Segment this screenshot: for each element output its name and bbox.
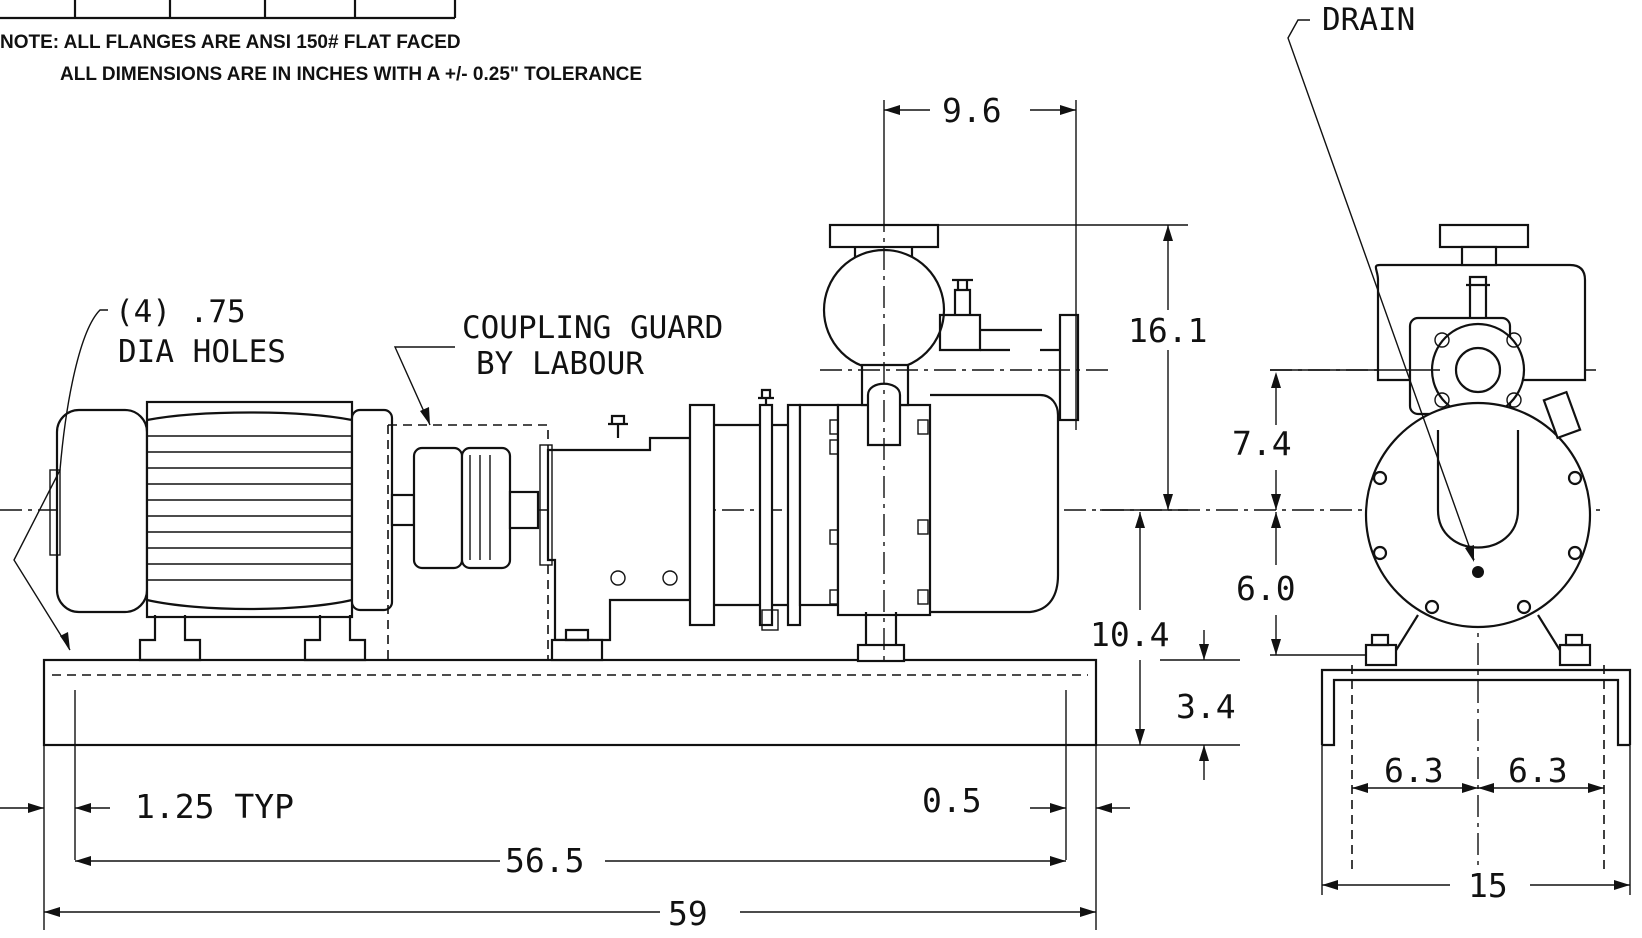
dim-discharge-offset: 9.6 xyxy=(942,91,1002,130)
drain-label: DRAIN xyxy=(1322,2,1415,38)
dimensions-end xyxy=(1270,19,1630,890)
coupling-guard-label-line2: BY LABOUR xyxy=(476,346,644,382)
pump-flanges xyxy=(688,388,840,631)
dim-base-height: 3.4 xyxy=(1176,687,1236,726)
coupling-guard-outline xyxy=(387,424,549,660)
dim-half-width-left: 6.3 xyxy=(1384,751,1444,790)
table-fragment xyxy=(0,0,457,20)
end-view xyxy=(1270,223,1632,895)
dim-hole-offset: 1.25 TYP xyxy=(135,787,294,826)
dim-end-offset: 0.5 xyxy=(922,781,982,820)
note-tolerance: ALL DIMENSIONS ARE IN INCHES WITH A +/- … xyxy=(60,64,642,85)
note-flanges: NOTE: ALL FLANGES ARE ANSI 150# FLAT FAC… xyxy=(0,32,461,53)
dim-half-width-right: 6.3 xyxy=(1508,751,1568,790)
leaders-side xyxy=(13,309,455,651)
dim-drain-offset: 6.0 xyxy=(1236,569,1296,608)
pump-casing xyxy=(820,210,1110,665)
bearing-frame xyxy=(539,414,692,662)
coupling xyxy=(412,446,540,570)
dim-suction-height: 7.4 xyxy=(1232,424,1292,463)
dim-shaft-height: 10.4 xyxy=(1090,615,1169,654)
dimensions-side xyxy=(0,100,1240,917)
dim-overall-width: 15 xyxy=(1468,866,1508,905)
holes-label-line2: DIA HOLES xyxy=(118,334,286,370)
motor xyxy=(49,400,416,662)
coupling-guard-label-line1: COUPLING GUARD xyxy=(462,310,723,346)
dim-hole-spacing: 56.5 xyxy=(505,841,584,880)
dim-discharge-height: 16.1 xyxy=(1128,311,1207,350)
dim-overall-length: 59 xyxy=(668,894,708,933)
holes-label-line1: (4) .75 xyxy=(115,294,246,330)
